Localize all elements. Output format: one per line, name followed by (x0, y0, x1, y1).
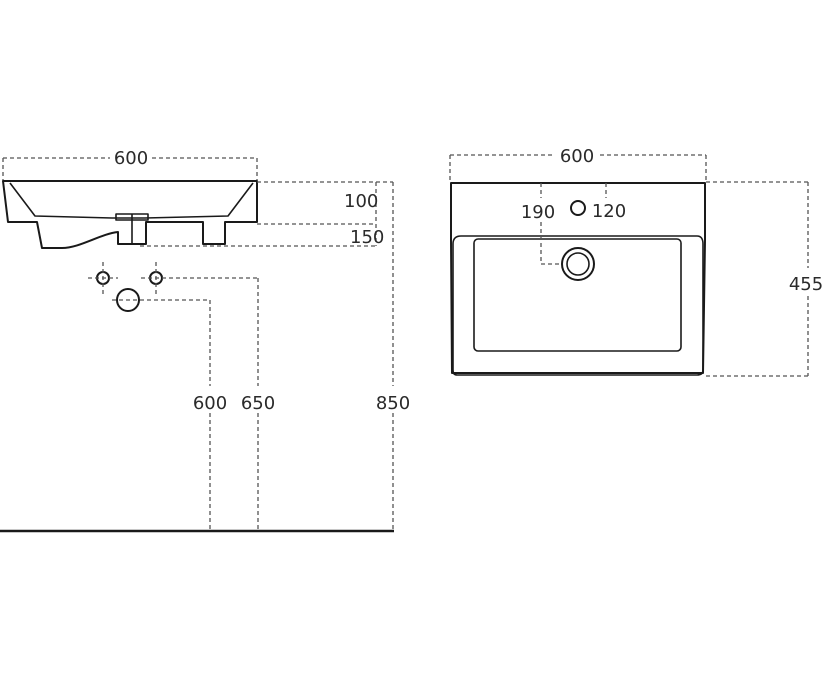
valve-height-label: 600 (193, 393, 227, 414)
drain-height-label: 650 (241, 393, 275, 414)
tap-offset-label: 120 (592, 201, 626, 222)
bowl-rim (452, 235, 704, 376)
side-width-label: 600 (114, 148, 148, 169)
tap-hole-icon (570, 200, 586, 216)
basin-side-outline (2, 180, 258, 249)
drain-outlet-icon (116, 288, 140, 312)
top-depth-dimension: 455 (706, 181, 823, 377)
side-view: 600 100 150 850 (0, 148, 410, 533)
plan-drain-icon (561, 247, 595, 281)
total-depth-label: 150 (350, 227, 384, 248)
top-position-dimensions: 190 120 (521, 183, 626, 265)
drain-offset-label: 190 (521, 202, 555, 223)
connection-height-dimensions: 600 650 (193, 278, 275, 530)
rim-height-label: 850 (376, 393, 410, 414)
side-height-dimensions: 100 150 850 (140, 181, 410, 530)
bowl-inner (473, 238, 682, 352)
basin-plan-outline (450, 182, 706, 374)
basin-height-label: 100 (344, 191, 378, 212)
top-view: 600 190 120 455 (449, 146, 823, 377)
side-width-dimension: 600 (2, 148, 258, 180)
top-width-label: 600 (560, 146, 594, 167)
service-connections (88, 262, 258, 312)
depth-label: 455 (789, 274, 823, 295)
top-width-dimension: 600 (449, 146, 707, 180)
plan-drain-inner-icon (566, 252, 590, 276)
